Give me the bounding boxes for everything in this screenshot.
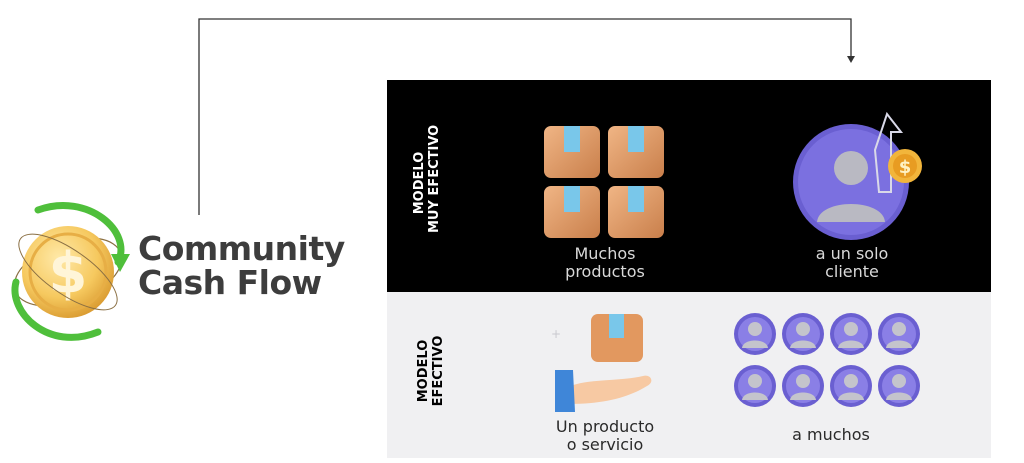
panel-label-line-1: MODELO [416, 339, 431, 403]
box-1 [544, 126, 600, 178]
model-effective-panel: MODELO EFECTIVO + Un producto o servicio… [387, 292, 991, 458]
boxes-icon [544, 126, 664, 238]
brand-line-1: Community [138, 229, 345, 268]
dollar-coin-globe-icon: $ [11, 202, 130, 341]
avatars-grid-icon [734, 313, 920, 407]
hand-with-box-icon: + [551, 314, 652, 412]
box-2 [608, 126, 664, 178]
brand-wordmark: Community Cash Flow [138, 232, 345, 300]
caption-single-customer: a un solo cliente [815, 244, 889, 281]
svg-text:+: + [551, 327, 561, 341]
brand-line-2: Cash Flow [138, 263, 322, 302]
panel-label: MODELO MUY EFECTIVO [412, 124, 442, 233]
panel-label-line-1: MODELO [412, 151, 427, 215]
model-very-effective-panel: MODELO MUY EFECTIVO Muchos productos $ a… [387, 80, 991, 292]
caption-one-product: Un producto o servicio [555, 417, 655, 454]
brand-logo: $ Community Cash Flow [8, 192, 368, 352]
avatar [734, 313, 776, 355]
panel-label-line-2: EFECTIVO [431, 335, 446, 407]
panel-label-line-2: MUY EFECTIVO [427, 124, 442, 233]
caption-many-customers: a muchos [792, 425, 870, 444]
box-3 [544, 186, 600, 238]
svg-text:$: $ [899, 157, 912, 178]
customer-avatar-icon: $ [793, 111, 922, 240]
panel-label: MODELO EFECTIVO [416, 321, 446, 421]
caption-many-products: Muchos productos [565, 244, 645, 281]
box-4 [608, 186, 664, 238]
svg-text:$: $ [49, 241, 88, 306]
